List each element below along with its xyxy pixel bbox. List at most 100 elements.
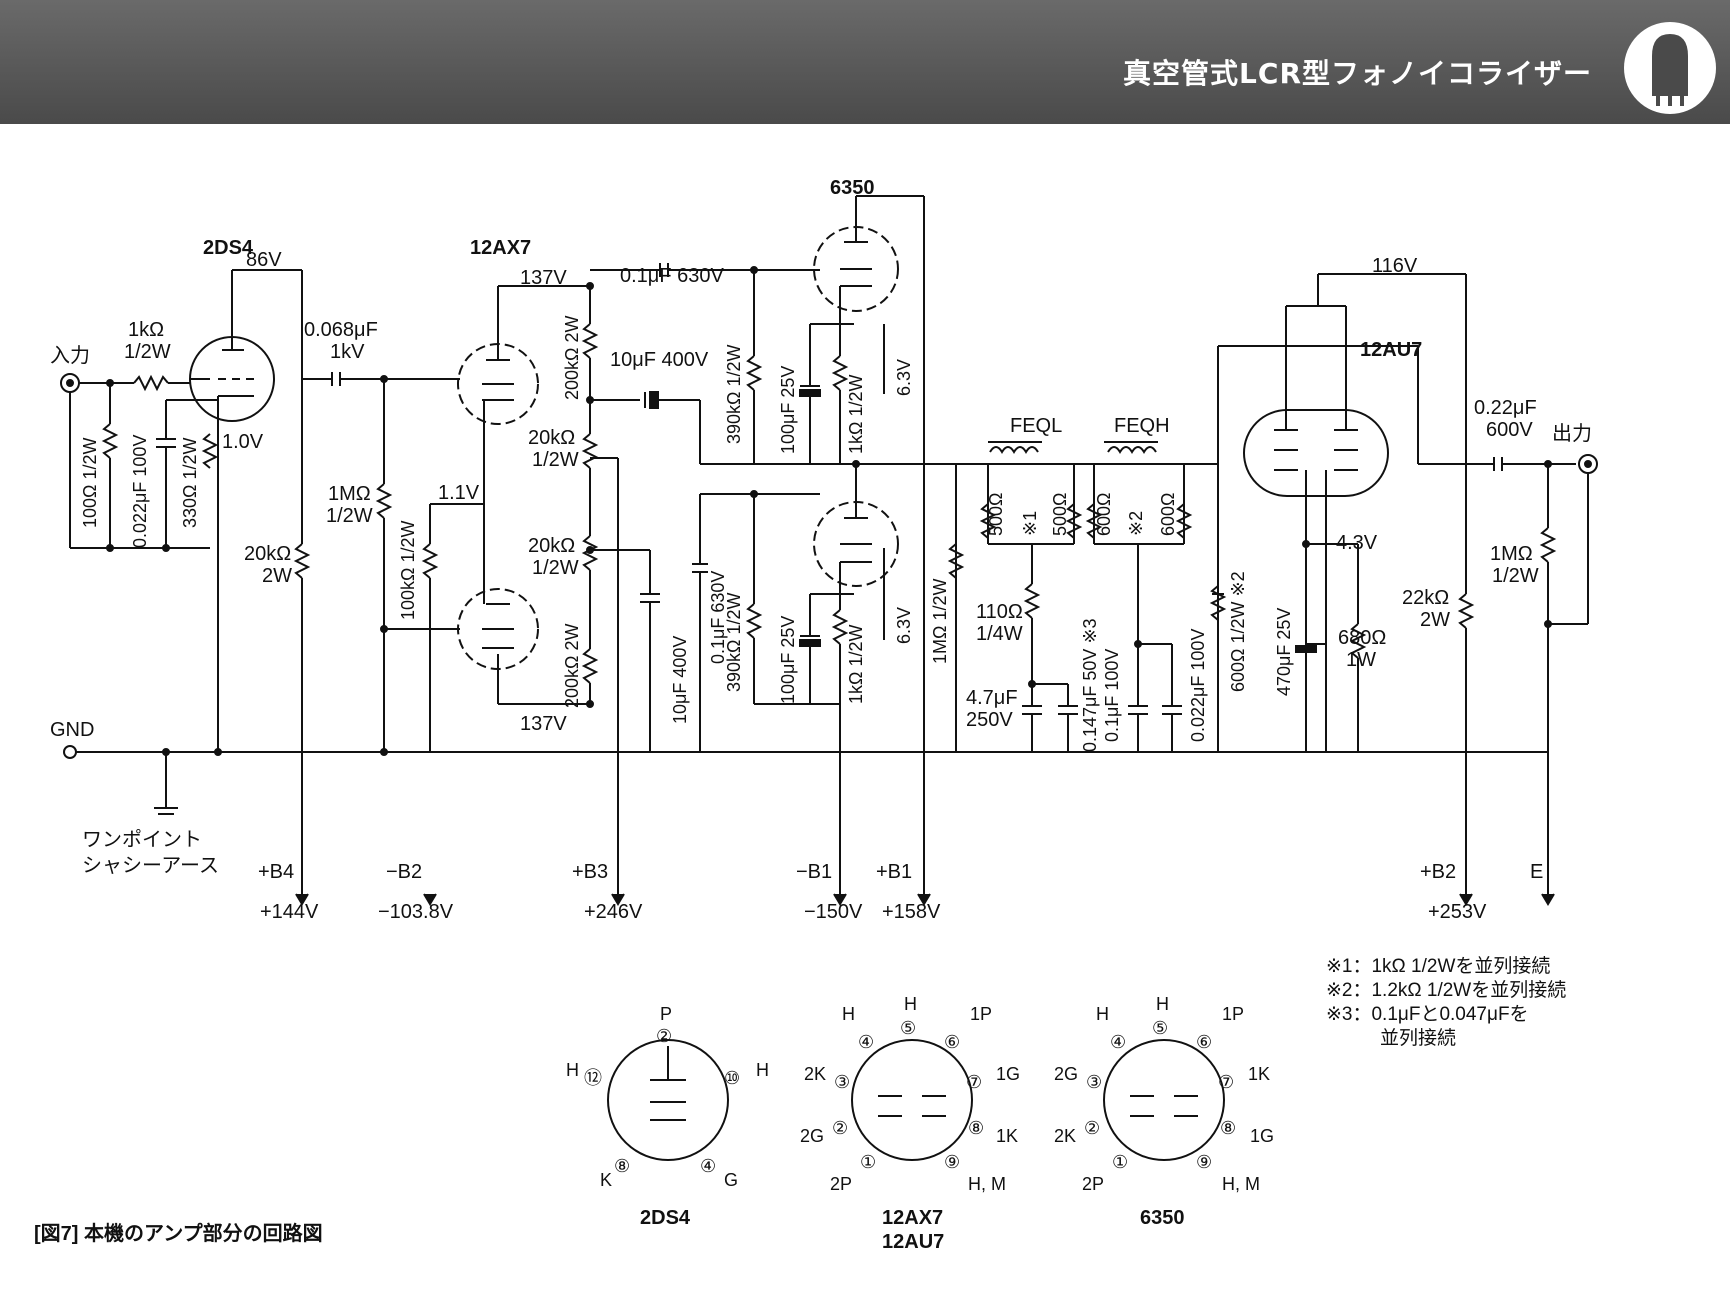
supply-b2: +B2	[1420, 861, 1456, 883]
r20k-a-value: 20kΩ	[528, 427, 575, 449]
feqh-label: FEQH	[1114, 415, 1170, 437]
r600b-label: 600Ω	[1158, 493, 1178, 537]
r20k-a-watt: 1/2W	[532, 449, 579, 471]
pin-12ax7-2p: 2P	[830, 1174, 852, 1194]
r390k-a-label: 390kΩ 1/2W	[724, 344, 744, 444]
pin-12ax7-3: ③	[834, 1072, 850, 1092]
c10u-value: 10μF 400V	[610, 349, 709, 371]
r1k-a-label: 1kΩ 1/2W	[846, 375, 866, 454]
r20k-2w-value: 20kΩ	[244, 543, 291, 565]
pin-6350-h2: H	[1156, 994, 1169, 1014]
voltage-137v-bottom: 137V	[520, 713, 567, 735]
r1m-a-watt: 1/2W	[326, 505, 373, 527]
r600a-label: 600Ω	[1094, 493, 1114, 537]
pin-12ax7-9: ⑨	[944, 1152, 960, 1172]
pin-6350-3: ③	[1086, 1072, 1102, 1092]
pin-12ax7-2g: 2G	[800, 1126, 824, 1146]
pin-6350-6: ⑥	[1196, 1032, 1212, 1052]
pin-6350-1k: 1K	[1248, 1064, 1270, 1084]
c47-value: 4.7μF	[966, 687, 1018, 709]
r20k-2w-watt: 2W	[262, 565, 292, 587]
pin-12ax7-hm: H, M	[968, 1174, 1006, 1194]
pin-6350-8: ⑧	[1220, 1118, 1236, 1138]
r600-2w-label: 600Ω 1/2W ※2	[1228, 571, 1248, 692]
supply-b1: +B1	[876, 861, 912, 883]
pinout-6350-name: 6350	[1140, 1207, 1185, 1229]
r110-value: 110Ω	[976, 601, 1023, 623]
pinout-12ax7-name: 12AX7	[882, 1207, 943, 1229]
r1k-b-label: 1kΩ 1/2W	[846, 625, 866, 704]
header-title: 真空管式LCR型フォノイコライザー	[1123, 57, 1592, 90]
r330-label: 330Ω 1/2W	[180, 437, 200, 528]
r1m-b-label: 1MΩ 1/2W	[930, 579, 950, 664]
c470-label: 470μF 25V	[1274, 608, 1294, 696]
pin-2ds4-10: ⑩	[724, 1068, 740, 1088]
pin-6350-5: ⑤	[1152, 1018, 1168, 1038]
r680-value: 680Ω	[1338, 627, 1386, 649]
pin-2ds4-p: P	[660, 1004, 672, 1024]
note-3: ※3：0.1μFと0.047μFを	[1326, 1004, 1529, 1025]
pin-12ax7-4: ④	[858, 1032, 874, 1052]
supply-b1-volt: +158V	[882, 901, 941, 923]
pin-6350-1g: 1G	[1250, 1126, 1274, 1146]
pin-2ds4-2: ②	[656, 1026, 672, 1046]
pin-6350-9: ⑨	[1196, 1152, 1212, 1172]
pin-6350-4: ④	[1110, 1032, 1126, 1052]
pin-2ds4-4: ④	[700, 1156, 716, 1176]
voltage-1v: 1.0V	[222, 431, 264, 453]
vacuum-tube-icon	[1624, 22, 1716, 114]
c10u-b-label: 10μF 400V	[670, 636, 690, 724]
pin-6350-hm: H, M	[1222, 1174, 1260, 1194]
c0022-label: 0.022μF 100V	[130, 435, 150, 548]
pin-12ax7-8: ⑧	[968, 1118, 984, 1138]
c068-value: 0.068μF	[304, 319, 378, 341]
pin-6350-1p: 1P	[1222, 1004, 1244, 1024]
voltage-4-3v: 4.3V	[1336, 532, 1378, 554]
voltage-86v: 86V	[246, 249, 282, 271]
pin-12ax7-7: ⑦	[966, 1072, 982, 1092]
tube-label-2ds4: 2DS4	[203, 237, 254, 259]
tube-label-12au7: 12AU7	[1360, 339, 1422, 361]
pin-12ax7-6: ⑥	[944, 1032, 960, 1052]
supply-e: E	[1530, 861, 1543, 883]
pin-2ds4-k: K	[600, 1170, 612, 1190]
circuit-schematic: 2DS4 12AX7 6350 12AU7 入力 出力 GND ワンポイント シ…	[34, 177, 1598, 1253]
note1-mark: ※1	[1020, 511, 1040, 536]
supply-b2-volt: +253V	[1428, 901, 1487, 923]
c022-value: 0.22μF	[1474, 397, 1537, 419]
v63-b-label: 6.3V	[894, 607, 914, 644]
c068-volt: 1kV	[330, 341, 365, 363]
pinout-2ds4-name: 2DS4	[640, 1207, 691, 1229]
pin-6350-2: ②	[1084, 1118, 1100, 1138]
r200k-a-label: 200kΩ 2W	[562, 316, 582, 401]
supply-mb1-volt: −150V	[804, 901, 863, 923]
tube-label-6350: 6350	[830, 177, 875, 199]
supply-mb2: −B2	[386, 861, 422, 883]
pin-12ax7-1p: 1P	[970, 1004, 992, 1024]
voltage-137v-top: 137V	[520, 267, 567, 289]
c47-volt: 250V	[966, 709, 1013, 731]
pin-2ds4-h2: H	[756, 1060, 769, 1080]
pin-2ds4-h1: H	[566, 1060, 579, 1080]
supply-b4: +B4	[258, 861, 294, 883]
pin-12ax7-2: ②	[832, 1118, 848, 1138]
r390k-b-label: 390kΩ 1/2W	[724, 592, 744, 692]
pin-12ax7-5: ⑤	[900, 1018, 916, 1038]
c0022b-label: 0.022μF 100V	[1188, 629, 1208, 742]
c100u-a-label: 100μF 25V	[778, 366, 798, 454]
pin-12ax7-2k: 2K	[804, 1064, 826, 1084]
r1k-watt: 1/2W	[124, 341, 171, 363]
pin-12ax7-h2: H	[904, 994, 917, 1014]
r110-watt: 1/4W	[976, 623, 1023, 645]
r20k-b-watt: 1/2W	[532, 557, 579, 579]
pin-12ax7-1k: 1K	[996, 1126, 1018, 1146]
supply-mb1: −B1	[796, 861, 832, 883]
r680-watt: 1W	[1346, 649, 1376, 671]
c0147-label: 0.147μF 50V ※3	[1080, 618, 1100, 752]
figure-caption: [図7] 本機のアンプ部分の回路図	[34, 1221, 323, 1245]
r500a-label: 500Ω	[986, 493, 1006, 537]
pin-6350-7: ⑦	[1218, 1072, 1234, 1092]
supply-b4-volt: +144V	[260, 901, 319, 923]
c01-630b-label: 0.1μF 630V	[708, 571, 728, 664]
r1m-a-value: 1MΩ	[328, 483, 371, 505]
